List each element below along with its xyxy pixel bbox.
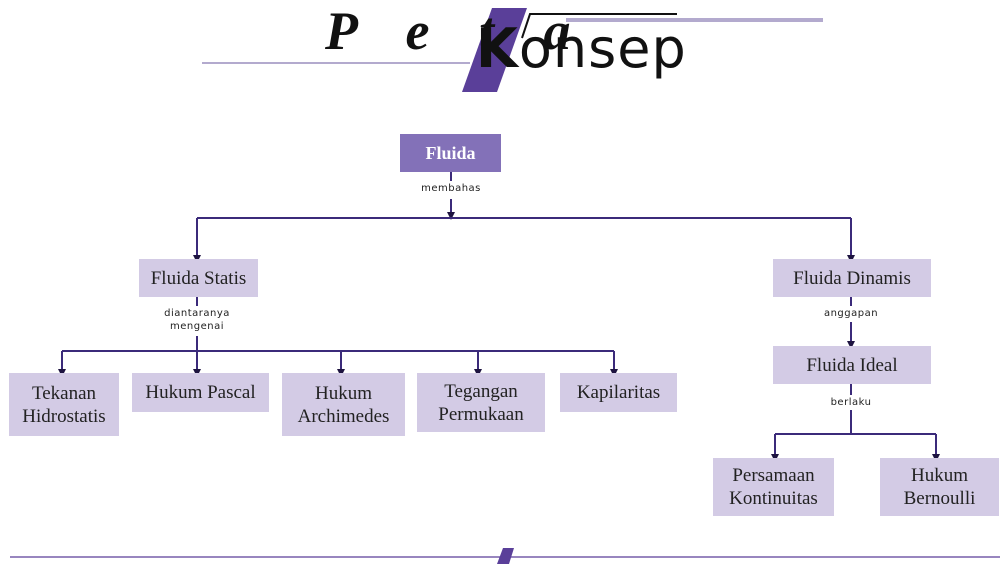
node-kapilaritas: Kapilaritas (560, 373, 677, 412)
node-tegangan-permukaan: Tegangan Permukaan (417, 373, 545, 432)
node-hukum-archimedes: Hukum Archimedes (282, 373, 405, 436)
node-hukum-bernoulli: Hukum Bernoulli (880, 458, 999, 516)
header-slant-bar (462, 8, 527, 92)
node-fluida-dinamis: Fluida Dinamis (773, 259, 931, 297)
node-fluida-statis: Fluida Statis (139, 259, 258, 297)
title-konsep-rest: onsep (518, 17, 687, 80)
footer-slant-mark (497, 548, 514, 564)
node-persamaan-kontinuitas: Persamaan Kontinuitas (713, 458, 834, 516)
link-label-diantaranya-mengenai: diantaranya mengenai (155, 307, 239, 333)
link-label-berlaku: berlaku (818, 396, 884, 409)
node-tekanan-hidrostatis: Tekanan Hidrostatis (9, 373, 119, 436)
header-bracket-line (521, 13, 677, 39)
title-peta: P e t a (325, 1, 589, 61)
node-fluida-ideal: Fluida Ideal (773, 346, 931, 384)
link-label-anggapan: anggapan (813, 307, 889, 320)
title-konsep-k: K (476, 17, 519, 80)
node-fluida: Fluida (400, 134, 501, 172)
link-label-membahas: membahas (413, 182, 489, 195)
node-hukum-pascal: Hukum Pascal (132, 373, 269, 412)
title-konsep: Konsep (476, 22, 687, 76)
